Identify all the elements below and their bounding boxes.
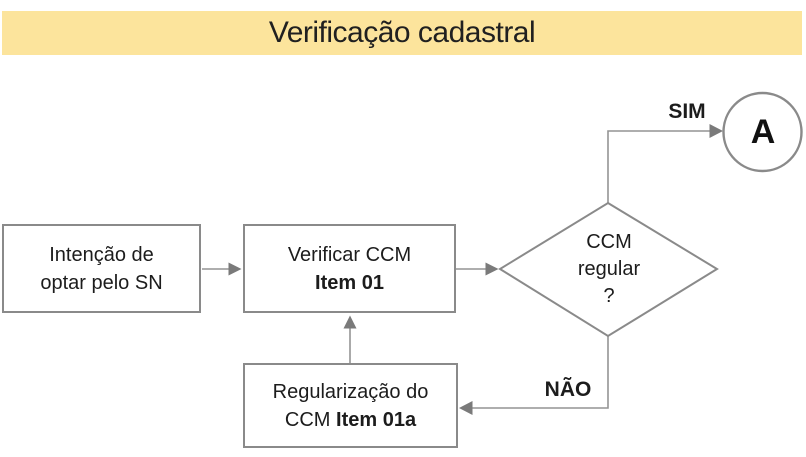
decision-line3: ?: [603, 284, 615, 307]
node-start: Intenção de optar pelo SN: [2, 224, 201, 313]
node-verify: Verificar CCM Item 01: [243, 224, 456, 313]
node-verify-line1: Verificar CCM: [287, 243, 412, 266]
node-regularize-line2-prefix: CCM: [284, 408, 337, 431]
node-verify-item-label: Item 01: [315, 271, 384, 294]
decision-diamond-shape: [498, 201, 719, 338]
connector-a-shape: [722, 91, 803, 173]
decision-diamond-text: CCM regular ?: [500, 214, 718, 324]
node-start-line2: optar pelo SN: [40, 271, 163, 294]
node-regularize-line1: Regularização do: [272, 380, 429, 403]
arrowhead-verify-decision: [485, 262, 499, 276]
node-start-line1: Intenção de: [49, 243, 154, 266]
node-regularize-line2: CCM Item 01a: [285, 406, 416, 434]
page-title: Verificação cadastral: [268, 16, 536, 49]
decision-line2: regular: [577, 257, 641, 280]
edge-decision-to-a: [607, 130, 711, 203]
edge-decision-to-regularize: [470, 336, 609, 409]
arrowhead-sim: [709, 124, 723, 138]
title-banner: Verificação cadastral: [2, 11, 802, 55]
connector-a-label: A: [750, 112, 776, 151]
arrowhead-nao: [459, 401, 473, 415]
edge-label-nao: NÃO: [544, 378, 592, 401]
arrowhead-start-verify: [228, 262, 242, 276]
arrowhead-regularize-verify: [343, 315, 357, 329]
node-regularize: Regularização do CCM Item 01a: [243, 363, 458, 448]
edge-label-sim: SIM: [668, 100, 706, 123]
decision-line1: CCM: [586, 230, 632, 253]
node-regularize-item-label: Item 01a: [336, 408, 417, 431]
